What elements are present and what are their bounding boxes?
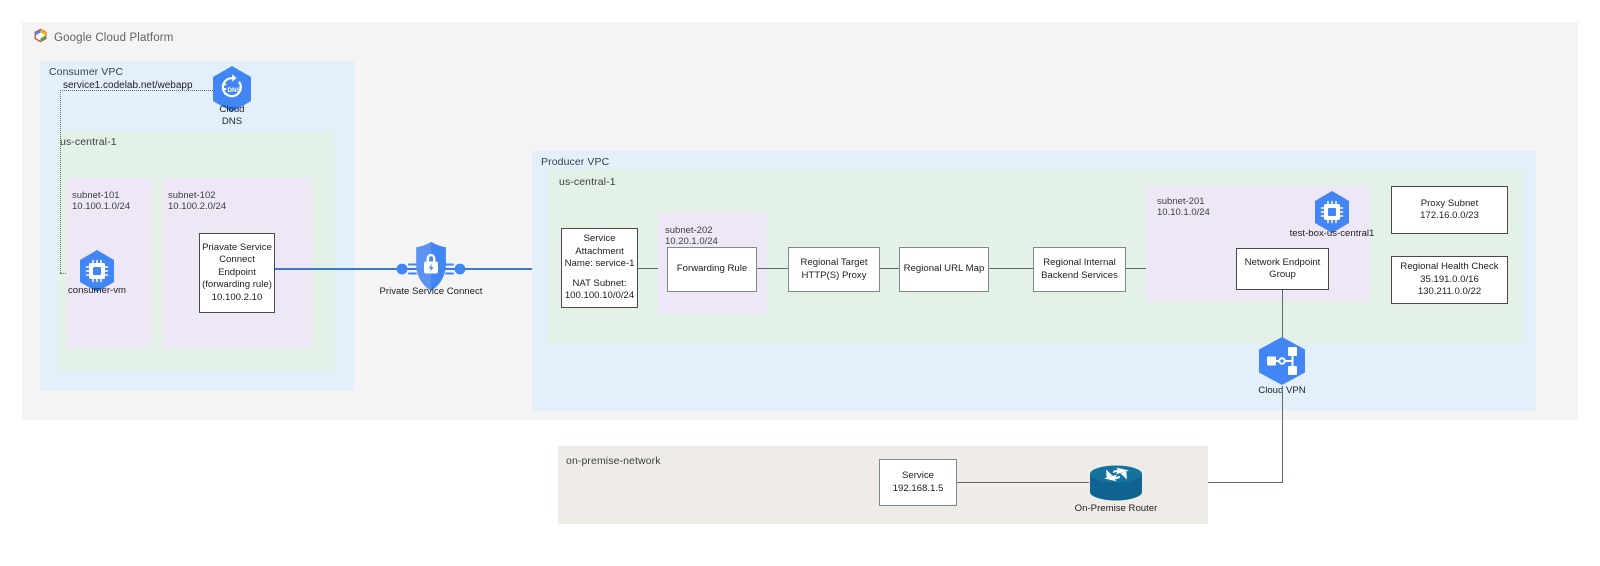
target-proxy-line2: HTTP(S) Proxy: [801, 269, 867, 281]
subnet-201-name: subnet-201: [1157, 196, 1205, 207]
service-attachment-line2: Attachment: [575, 245, 624, 257]
psc-endpoint-line2: Connect Endpoint: [218, 254, 256, 278]
cloud-dns-label-line1: Cloud: [219, 104, 245, 115]
regional-target-proxy-node[interactable]: Regional Target HTTP(S) Proxy: [788, 247, 880, 292]
connector-fr-to-proxy: [757, 268, 788, 269]
psc-endpoint-line3: (forwarding rule): [202, 279, 272, 291]
on-premise-router-icon[interactable]: [1086, 461, 1146, 508]
test-box-vm-icon[interactable]: [1313, 190, 1351, 239]
subnet-102-cidr: 10.100.2.0/24: [168, 201, 227, 212]
connector-neg-to-vpn: [1282, 290, 1283, 341]
subnet-202-cidr: 10.20.1.0/24: [665, 236, 718, 247]
test-box-label: test-box-us-central1: [1289, 228, 1375, 239]
consumer-vpc-label: Consumer VPC: [49, 66, 124, 78]
consumer-vm-icon[interactable]: [78, 249, 116, 298]
service-attachment-line5: 100.100.10/0/24: [564, 290, 635, 302]
private-service-connect-shield-icon[interactable]: [396, 240, 466, 303]
producer-region-label: us-central-1: [559, 176, 616, 188]
health-check-line2: 35.191.0.0/16: [1420, 273, 1479, 285]
cloud-dns-label-line2: DNS: [221, 116, 243, 127]
backend-services-line2: Backend Services: [1041, 269, 1118, 281]
regional-backend-services-node[interactable]: Regional Internal Backend Services: [1033, 247, 1126, 292]
on-premise-network-label: on-premise-network: [566, 455, 661, 467]
neg-line1: Network Endpoint: [1244, 256, 1321, 268]
health-check-line1: Regional Health Check: [1400, 261, 1499, 273]
psc-endpoint-line4: 10.100.2.10: [211, 291, 263, 303]
backend-services-line1: Regional Internal: [1043, 257, 1116, 268]
dns-record-label: service1.codelab.net/webapp: [63, 80, 193, 91]
subnet-201-cidr: 10.10.1.0/24: [1157, 207, 1210, 218]
forwarding-rule-label: Forwarding Rule: [676, 263, 748, 275]
psc-endpoint-node[interactable]: Priavate Service Connect Endpoint (forwa…: [199, 233, 275, 313]
consumer-region-label: us-central-1: [60, 136, 117, 148]
connector-sa-to-fr: [638, 268, 668, 269]
service-attachment-line1: Service: [583, 233, 616, 245]
network-endpoint-group-node[interactable]: Network Endpoint Group: [1236, 248, 1329, 290]
url-map-label: Regional URL Map: [903, 263, 985, 275]
on-premise-service-line2: 192.168.1.5: [892, 482, 944, 494]
target-proxy-line1: Regional Target: [800, 257, 868, 268]
subnet-102-name: subnet-102: [168, 190, 216, 201]
service-attachment-line4: NAT Subnet:: [572, 277, 627, 289]
gcp-brand-header: Google Cloud Platform: [33, 28, 174, 48]
dns-path-vertical: [60, 90, 61, 273]
connector-urlmap-to-backend: [989, 268, 1033, 269]
service-attachment-line3: Name: service-1: [564, 258, 635, 270]
consumer-vm-label: consumer-vm: [67, 285, 127, 296]
proxy-subnet-line2: 172.16.0.0/23: [1420, 210, 1479, 221]
forwarding-rule-node[interactable]: Forwarding Rule: [667, 247, 757, 292]
subnet-101-cidr: 10.100.1.0/24: [72, 201, 131, 212]
health-check-line3: 130.211.0.0/22: [1417, 286, 1482, 298]
proxy-subnet-node[interactable]: Proxy Subnet 172.16.0.0/23: [1391, 186, 1508, 234]
private-service-connect-label: Private Service Connect: [379, 286, 483, 297]
regional-health-check-node[interactable]: Regional Health Check 35.191.0.0/16 130.…: [1391, 256, 1508, 304]
dns-path-to-cloud-dns: [60, 90, 213, 91]
subnet-101-name: subnet-101: [72, 190, 120, 201]
gcp-hexagon-logo-icon: [33, 28, 48, 48]
cloud-dns-icon[interactable]: DNS: [211, 65, 253, 118]
service-attachment-node[interactable]: Service Attachment Name: service-1 NAT S…: [561, 228, 638, 308]
proxy-subnet-line1: Proxy Subnet: [1420, 197, 1479, 209]
connector-vpn-to-router-horizontal: [1146, 482, 1283, 483]
psc-endpoint-line1: Priavate Service: [202, 241, 272, 253]
on-premise-service-line1: Service: [902, 470, 934, 481]
neg-line2: Group: [1269, 269, 1296, 280]
subnet-202-name: subnet-202: [665, 225, 713, 236]
gcp-wordmark: Google Cloud Platform: [54, 32, 174, 44]
producer-vpc-label: Producer VPC: [541, 156, 610, 168]
regional-url-map-node[interactable]: Regional URL Map: [899, 247, 989, 292]
on-premise-service-node[interactable]: Service 192.168.1.5: [879, 459, 957, 506]
svg-text:DNS: DNS: [227, 87, 241, 94]
connector-vpn-to-onprem-vertical: [1282, 386, 1283, 482]
connector-service-to-router: [957, 482, 1089, 483]
cloud-vpn-icon[interactable]: [1255, 336, 1309, 391]
connector-proxy-to-urlmap: [880, 268, 899, 269]
on-premise-router-label: On-Premise Router: [1074, 503, 1158, 514]
